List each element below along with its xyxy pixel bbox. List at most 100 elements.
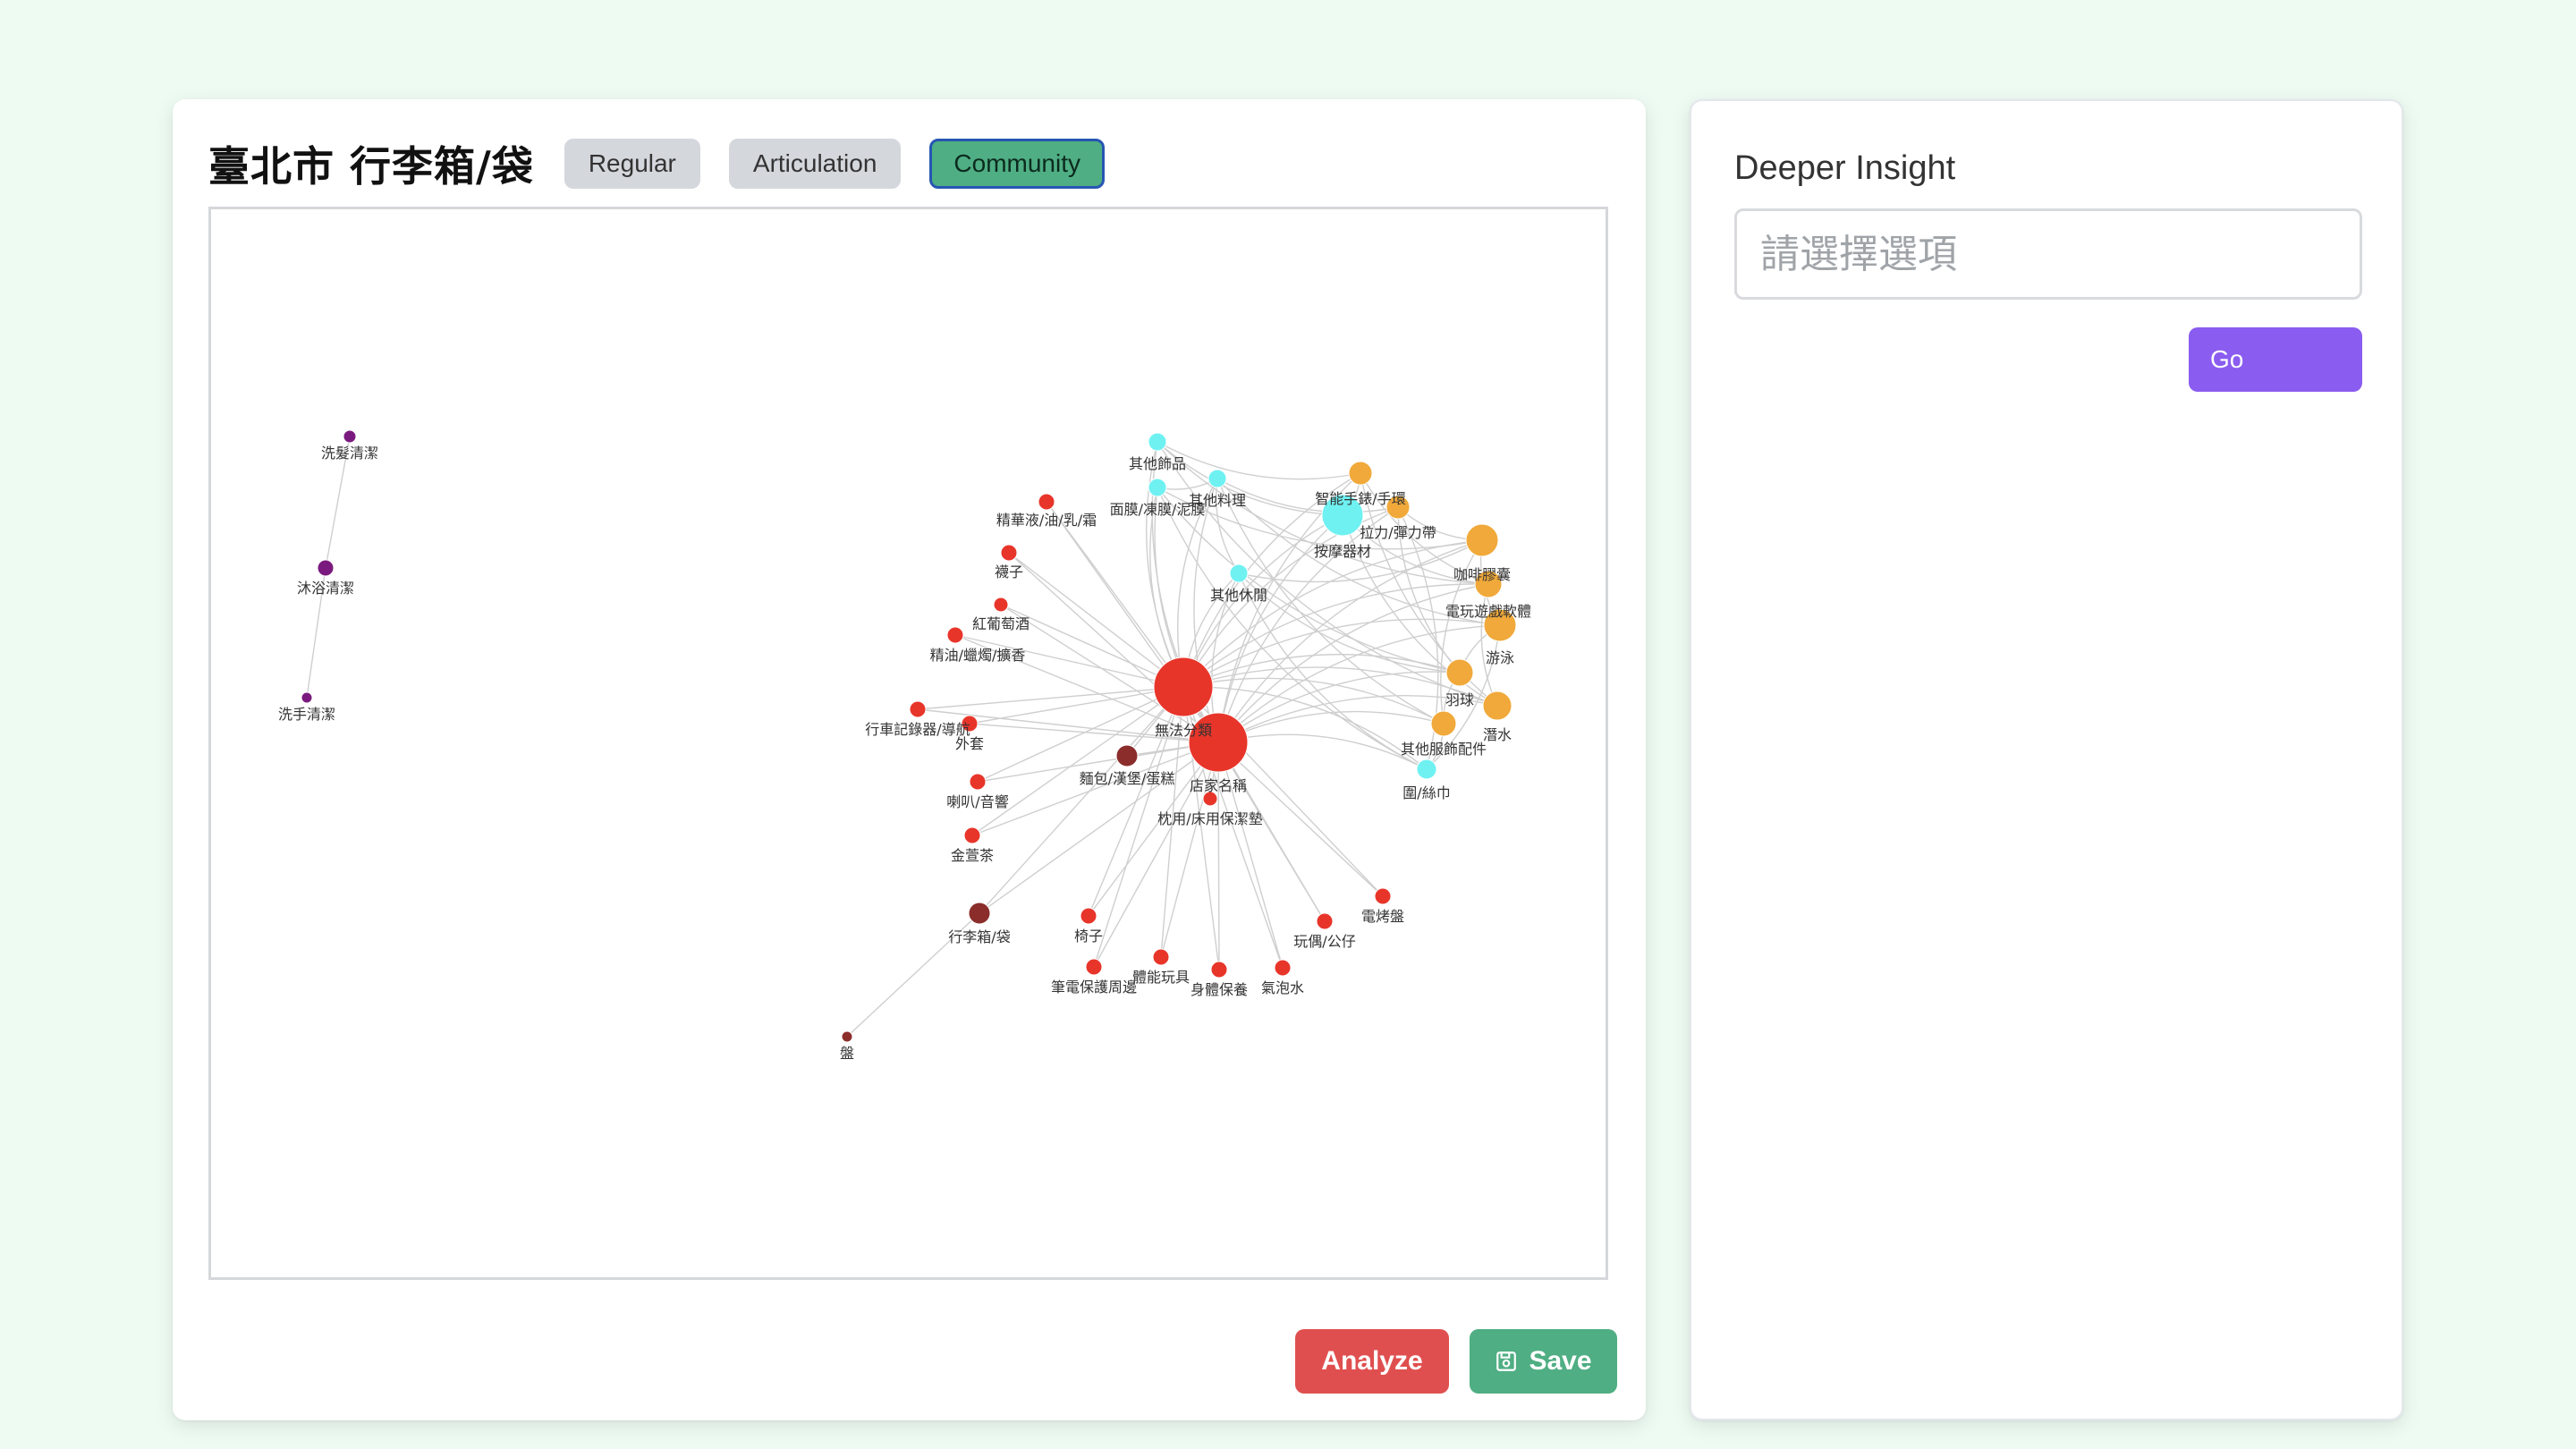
go-button[interactable]: Go [2189,327,2362,392]
node-layer [301,429,1517,1043]
graph-edge [969,686,1184,724]
graph-node[interactable] [1416,758,1437,780]
graph-node[interactable] [1000,544,1018,562]
graph-node[interactable] [1316,912,1334,930]
graph-node[interactable] [1208,469,1227,488]
graph-edge [1397,506,1461,674]
graph-node[interactable] [968,902,991,925]
graph-node[interactable] [317,559,335,577]
graph-node[interactable] [993,597,1009,613]
graph-edge [917,686,1184,710]
graph-edge [954,634,1184,688]
graph-edge [306,567,326,699]
graph-edge [1217,694,1498,743]
graph-edge [1182,472,1361,688]
graph-edge [1182,666,1498,707]
graph-node-label: 盤 [840,1045,854,1062]
graph-node[interactable] [1321,494,1364,537]
graph-node[interactable] [1374,887,1392,905]
graph-node[interactable] [1385,495,1411,520]
graph-node-label: 精華液/油/乳/霜 [996,512,1097,529]
insight-select-input[interactable] [1734,208,2362,300]
graph-edge [1426,624,1501,770]
graph-node[interactable] [1482,691,1513,721]
graph-edge [1217,741,1384,897]
graph-edge [1217,710,1445,743]
graph-edge [1182,539,1483,688]
graph-node[interactable] [1188,712,1249,773]
graph-node-label: 行李箱/袋 [948,928,1010,945]
graph-edge [979,741,1219,914]
graph-edge [325,436,351,569]
graph-node[interactable] [1445,658,1474,687]
graph-node[interactable] [1348,461,1373,486]
graph-edge [971,686,1184,836]
graph-node[interactable] [1153,657,1214,717]
graph-node[interactable] [946,626,964,644]
graph-node[interactable] [1202,791,1218,807]
analyze-button[interactable]: Analyze [1295,1329,1449,1394]
network-graph[interactable]: 洗髮清潔沐浴清潔洗手清潔無法分類店家名稱精華液/油/乳/霜襪子紅葡萄酒精油/蠟燭… [208,207,1608,1280]
graph-edge [1397,506,1439,770]
graph-edge [1157,441,1343,516]
graph-node[interactable] [1465,523,1499,557]
graph-edge [1046,501,1184,688]
insight-heading: Deeper Insight [1734,149,1956,187]
network-graph-canvas[interactable]: 洗髮清潔沐浴清潔洗手清潔無法分類店家名稱精華液/油/乳/霜襪子紅葡萄酒精油/蠟燭… [211,209,1606,1277]
graph-node-label: 電玩遊戲軟體 [1445,603,1531,620]
save-button[interactable]: Save [1470,1329,1617,1394]
network-panel: 臺北市 行李箱/袋 Regular Articulation Community… [173,99,1646,1420]
graph-edge [1440,539,1483,724]
graph-node[interactable] [1080,907,1097,925]
graph-node[interactable] [969,773,987,791]
graph-edge [1182,677,1445,724]
graph-node[interactable] [1483,608,1517,642]
graph-node-label: 筆電保護周邊 [1051,979,1137,996]
graph-node-label: 店家名稱 [1190,777,1247,794]
graph-node-label: 游泳 [1486,649,1514,666]
graph-node[interactable] [1274,959,1292,977]
graph-node-label: 沐浴清潔 [297,580,354,597]
save-icon [1495,1350,1518,1373]
articulation-mode-button[interactable]: Articulation [728,139,902,189]
graph-node[interactable] [1474,570,1503,598]
graph-edge [1193,478,1219,743]
graph-node[interactable] [963,826,981,844]
graph-edge [969,723,1219,743]
graph-node[interactable] [909,700,927,718]
graph-node[interactable] [1115,744,1139,767]
graph-node[interactable] [1152,948,1170,966]
graph-node[interactable] [1085,958,1103,976]
graph-edge [1217,741,1326,922]
graph-node-label: 外套 [955,735,984,752]
graph-edge [1182,583,1489,688]
regular-mode-button[interactable]: Regular [564,139,700,189]
graph-node[interactable] [841,1030,853,1043]
graph-node[interactable] [1038,493,1055,511]
graph-edge [1217,583,1489,743]
graph-node[interactable] [1229,564,1249,583]
graph-edge [954,634,1219,743]
graph-node[interactable] [961,715,979,733]
graph-edge [1215,478,1240,574]
graph-node[interactable] [1148,432,1167,452]
graph-node[interactable] [301,691,313,704]
graph-edge [1000,604,1184,688]
graph-node[interactable] [1148,478,1167,497]
graph-edge [1238,539,1483,583]
graph-node-label: 咖啡膠囊 [1453,566,1511,583]
graph-node-label: 其他飾品 [1129,455,1186,472]
community-mode-button[interactable]: Community [929,139,1105,189]
graph-edge [1216,478,1399,513]
graph-edge [1160,686,1184,958]
graph-node[interactable] [1430,710,1457,737]
graph-node-label: 體能玩具 [1132,969,1190,986]
graph-edge [1008,552,1184,688]
graph-node[interactable] [343,429,357,444]
graph-node-label: 其他服飾配件 [1401,741,1487,758]
graph-node-label: 行車記錄器/導航 [865,721,970,738]
insight-panel: Deeper Insight Go [1690,99,2403,1420]
graph-edge [1217,539,1483,743]
graph-node[interactable] [1210,961,1228,979]
graph-edge [1157,487,1461,674]
